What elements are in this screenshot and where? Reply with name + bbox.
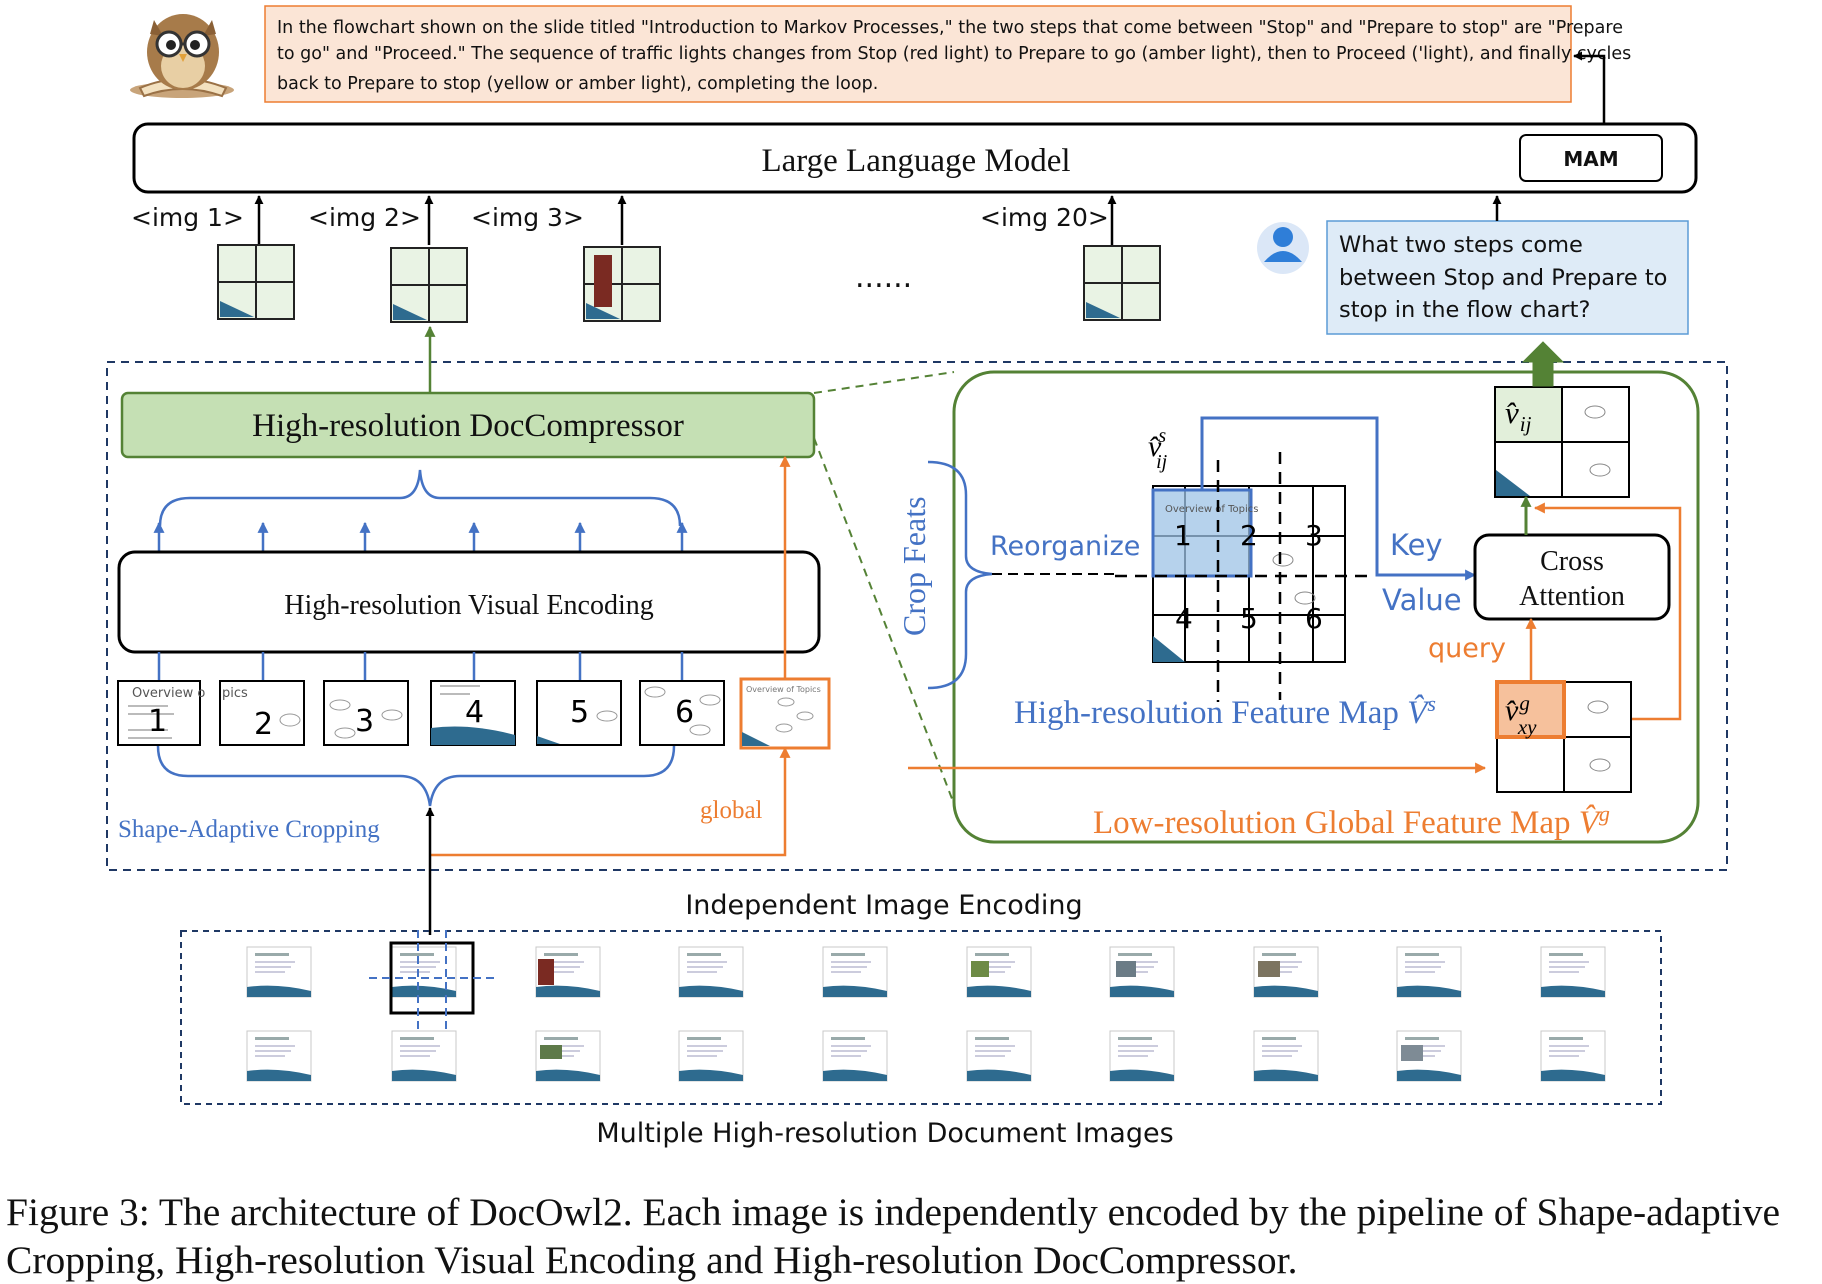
hr-grid-number-4: 4 [1175, 602, 1193, 635]
ellipsis-label: ...... [855, 260, 912, 295]
hr-grid-number-1: 1 [1174, 519, 1192, 552]
svg-text:Overview of Topics: Overview of Topics [1165, 504, 1258, 515]
crop-number-2: 2 [254, 707, 273, 742]
compressor-detail-panel [952, 370, 1700, 844]
img-token-1: <img 1> [131, 203, 244, 232]
svg-text:Overview of Topics: Overview of Topics [746, 685, 821, 694]
hr-feature-map-label: High-resolution Feature Map V̂s [1014, 691, 1436, 731]
crop-3 [323, 680, 409, 746]
hr-grid-number-3: 3 [1305, 519, 1323, 552]
compressed-output-grid [1494, 386, 1630, 498]
crops-brace [156, 745, 676, 807]
svg-text:pics: pics [222, 686, 248, 701]
document-images [246, 946, 1606, 1082]
hr-grid-number-6: 6 [1305, 602, 1323, 635]
doccompressor-label: High-resolution DocCompressor [252, 408, 684, 444]
llm-bar [132, 122, 1698, 194]
crop-number-3: 3 [355, 704, 374, 739]
compressed-tokens-2 [390, 247, 468, 323]
crop-2: pics [219, 680, 305, 746]
answer-box [264, 5, 1572, 103]
crop-1: Overview o [117, 680, 205, 746]
crop-number-1: 1 [148, 704, 167, 739]
caption-line-1: Figure 3: The architecture of DocOwl2. E… [6, 1190, 1780, 1234]
compressed-tokens-3 [583, 246, 661, 322]
selected-document-image [369, 930, 497, 1029]
zoom-line-bottom [813, 437, 955, 805]
value-label: Value [1382, 583, 1462, 617]
img-token-2: <img 2> [308, 203, 421, 232]
mam-label: MAM [1563, 147, 1618, 171]
independent-encoding-label: Independent Image Encoding [685, 890, 1082, 921]
user-avatar-icon [1257, 222, 1309, 274]
hr-grid-number-2: 2 [1240, 519, 1258, 552]
question-line-3: stop in the flow chart? [1339, 297, 1590, 323]
hr-grid-number-5: 5 [1240, 602, 1258, 635]
question-box [1326, 220, 1689, 335]
reorganize-label: Reorganize [990, 531, 1140, 562]
crop-feats-label: Crop Feats [896, 496, 932, 636]
compressed-tokens-1 [217, 244, 295, 320]
global-path-arrow [430, 746, 791, 857]
key-value-path [1200, 416, 1477, 581]
visual-encoder-box [117, 550, 821, 654]
question-line-2: between Stop and Prepare to [1339, 265, 1667, 291]
document-images-frame [180, 930, 1662, 1105]
zoom-line-top [813, 371, 955, 394]
cross-attention-label-2: Attention [1519, 581, 1625, 612]
crop-5 [536, 680, 622, 746]
crop-number-6: 6 [675, 695, 694, 730]
multiple-images-label: Multiple High-resolution Document Images [596, 1118, 1173, 1149]
features-brace [158, 469, 682, 527]
visual-encoder-label: High-resolution Visual Encoding [284, 590, 654, 621]
crop-4 [430, 680, 516, 746]
crop-number-5: 5 [570, 695, 589, 730]
caption-line-2: Cropping, High-resolution Visual Encodin… [6, 1238, 1298, 1282]
lr-feature-map-label: Low-resolution Global Feature Map V̂g [1093, 801, 1610, 841]
answer-line-3: back to Prepare to stop (yellow or amber… [277, 74, 878, 94]
key-label: Key [1390, 528, 1443, 562]
crop-feats-brace [927, 460, 993, 690]
answer-line-2: to go" and "Proceed." The sequence of tr… [277, 44, 1631, 64]
llm-label: Large Language Model [761, 143, 1070, 179]
lr-global-feature-map [1495, 680, 1632, 793]
owl-mascot-icon [130, 14, 234, 98]
v-hat-ij-label: v̂ij [1505, 395, 1532, 436]
cross-attention-label-1: Cross [1540, 546, 1604, 577]
llm-to-answer-arrow [1573, 51, 1606, 124]
cross-attention-box [1473, 533, 1671, 621]
query-label: query [1428, 633, 1506, 664]
global-label: global [700, 797, 763, 824]
mam-box [1519, 134, 1663, 182]
hr-feature-map-grid: Overview of Topics [1115, 452, 1370, 702]
shape-adaptive-label: Shape-Adaptive Cropping [118, 816, 380, 843]
crop-6 [639, 680, 725, 746]
figure-caption: Figure 3: The architecture of DocOwl2. E… [6, 1188, 1818, 1284]
answer-line-1: In the flowchart shown on the slide titl… [277, 18, 1623, 38]
svg-text:Overview o: Overview o [132, 686, 205, 701]
global-thumbnail: Overview of Topics [739, 677, 831, 750]
question-line-1: What two steps come [1339, 232, 1583, 258]
img-token-20: <img 20> [980, 203, 1109, 232]
crop-number-4: 4 [465, 695, 484, 730]
compressed-tokens-20 [1083, 245, 1161, 321]
output-arrow [1521, 341, 1565, 387]
doccompressor-box [120, 391, 816, 459]
img-token-3: <img 3> [471, 203, 584, 232]
